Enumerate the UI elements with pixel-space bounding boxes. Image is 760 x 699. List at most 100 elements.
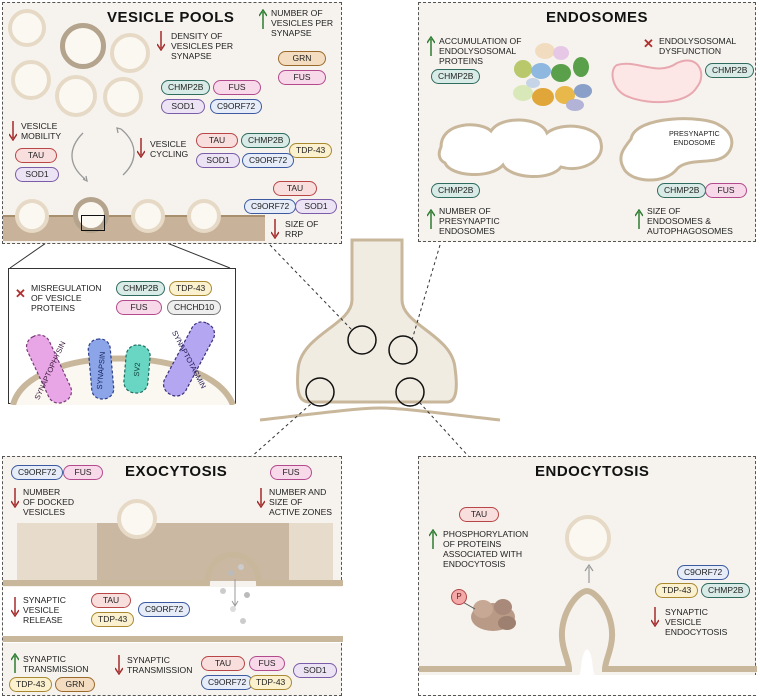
vesicle-pools-panel: VESICLE POOLS DENSITY OF VESICLES PER SY… (2, 2, 342, 244)
presynaptic-bouton (296, 238, 458, 404)
vesicle (117, 499, 157, 539)
zoom-box (81, 215, 105, 231)
down-arrow-icon (11, 597, 19, 617)
pill-c9orf72: C9ORF72 (210, 99, 263, 114)
pill-chmp2b: CHMP2B (431, 69, 481, 84)
docked-vesicle (187, 199, 221, 233)
vesicle (110, 33, 150, 73)
pill-sod1: SOD1 (15, 167, 59, 182)
phosphate-badge: P (451, 589, 467, 605)
vesicle (55, 75, 97, 117)
pill-chmp2b: CHMP2B (161, 80, 211, 95)
pill-tdp43: TDP-43 (655, 583, 699, 598)
pill-grn: GRN (278, 51, 326, 66)
up-arrow-icon (635, 209, 643, 229)
pill-c9orf72: C9ORF72 (138, 602, 191, 617)
dysfunction-label: ENDOLYSOSOMAL DYSFUNCTION (659, 36, 737, 56)
pill-chmp2b: CHMP2B (657, 183, 707, 198)
pill-sod1: SOD1 (295, 199, 337, 214)
pill-tdp43: TDP-43 (91, 612, 135, 627)
pill-c9orf72: C9ORF72 (242, 153, 295, 168)
down-arrow-icon (115, 655, 123, 675)
upward-arrow-icon (584, 563, 594, 583)
pill-fus: FUS (116, 300, 162, 315)
pill-sod1: SOD1 (293, 663, 337, 678)
synapsin-shape (87, 338, 115, 400)
dysfunctional-endosome (611, 59, 703, 104)
presynaptic-endosome-large (619, 117, 734, 182)
pill-tdp43: TDP-43 (289, 143, 333, 158)
endocytosis-label: SYNAPTIC VESICLE ENDOCYTOSIS (665, 607, 728, 637)
pill-tdp43: TDP-43 (169, 281, 213, 296)
down-arrow-icon (11, 488, 19, 508)
pill-fus: FUS (270, 465, 312, 480)
vesicle (103, 77, 143, 117)
size-endosomes-label: SIZE OF ENDOSOMES & AUTOPHAGOSOMES (647, 206, 733, 236)
transmission-up-label: SYNAPTIC TRANSMISSION (23, 654, 89, 674)
zoom-circle-vesicles (347, 325, 377, 355)
down-arrow-icon (157, 31, 165, 51)
docked-vesicle (131, 199, 165, 233)
down-arrow-icon (137, 138, 145, 158)
pill-tau: TAU (201, 656, 245, 671)
pill-fus: FUS (278, 70, 326, 85)
release-label: SYNAPTIC VESICLE RELEASE (23, 595, 66, 625)
transmission-down-label: SYNAPTIC TRANSMISSION (127, 655, 193, 675)
endocytic-vesicle (565, 515, 611, 561)
cycling-arrows-icon (71, 127, 135, 183)
pill-c9orf72: C9ORF72 (244, 199, 297, 214)
exocytosis-panel: EXOCYTOSIS C9ORF72 FUS NUMBER OF DOCKED … (2, 456, 343, 696)
up-arrow-icon (427, 209, 435, 229)
pill-chmp2b: CHMP2B (241, 133, 291, 148)
pill-fus: FUS (249, 656, 285, 671)
sv2-shape (123, 344, 151, 394)
zoom-circle-endosomes (388, 335, 418, 365)
vesicle-proteins-inset: ✕ MISREGULATION OF VESICLE PROTEINS CHMP… (8, 268, 236, 405)
pill-chmp2b: CHMP2B (701, 583, 751, 598)
docked-vesicles-label: NUMBER OF DOCKED VESICLES (23, 487, 75, 517)
plasma-membrane-exocytosis (3, 551, 343, 643)
pill-fus: FUS (705, 183, 747, 198)
endocytosis-panel: ENDOCYTOSIS TAU PHOSPHORYLATION OF PROTE… (418, 456, 757, 696)
pill-tau: TAU (459, 507, 499, 522)
vesicle (60, 23, 106, 69)
pill-c9orf72: C9ORF72 (11, 465, 64, 480)
down-arrow-icon (257, 488, 265, 508)
pill-tau: TAU (15, 148, 57, 163)
pill-sod1: SOD1 (161, 99, 205, 114)
vesicle-protein-shapes (25, 321, 216, 404)
number-endosomes-label: NUMBER OF PRESYNAPTIC ENDOSOMES (439, 206, 500, 236)
cross-icon: ✕ (15, 286, 26, 301)
rrp-label: SIZE OF RRP (285, 219, 319, 239)
cross-icon: ✕ (643, 36, 654, 51)
pill-sod1: SOD1 (196, 153, 240, 168)
cycling-label: VESICLE CYCLING (150, 139, 189, 159)
active-zones-label: NUMBER AND SIZE OF ACTIVE ZONES (269, 487, 333, 517)
mobility-label: VESICLE MOBILITY (21, 121, 62, 141)
density-label: DENSITY OF VESICLES PER SYNAPSE (171, 31, 234, 61)
pill-grn: GRN (55, 677, 95, 692)
up-arrow-icon (429, 529, 437, 549)
pill-c9orf72: C9ORF72 (201, 675, 254, 690)
pill-fus: FUS (213, 80, 261, 95)
pill-chmp2b: CHMP2B (116, 281, 166, 296)
pill-tau: TAU (273, 181, 317, 196)
misregulation-label: MISREGULATION OF VESICLE PROTEINS (31, 283, 102, 313)
accumulation-label: ACCUMULATION OF ENDOLYSOSOMAL PROTEINS (439, 36, 522, 66)
up-arrow-icon (427, 36, 435, 56)
exocytosis-title: EXOCYTOSIS (125, 463, 228, 480)
pill-fus: FUS (63, 465, 103, 480)
docked-vesicle (15, 199, 49, 233)
vesicle (8, 9, 46, 47)
presynaptic-endosome-label: PRESYNAPTIC ENDOSOME (669, 129, 720, 147)
pill-chmp2b: CHMP2B (431, 183, 481, 198)
phosphorylated-protein-icon (460, 599, 516, 631)
down-arrow-icon (651, 607, 659, 627)
pill-tdp43: TDP-43 (249, 675, 293, 690)
synaptotagmin-shape (162, 321, 216, 397)
endocytosis-title: ENDOCYTOSIS (535, 463, 650, 480)
zoom-circle-endocytosis (395, 377, 425, 407)
down-arrow-icon (271, 219, 279, 239)
pill-c9orf72: C9ORF72 (677, 565, 730, 580)
postsynaptic-membrane (259, 406, 501, 422)
